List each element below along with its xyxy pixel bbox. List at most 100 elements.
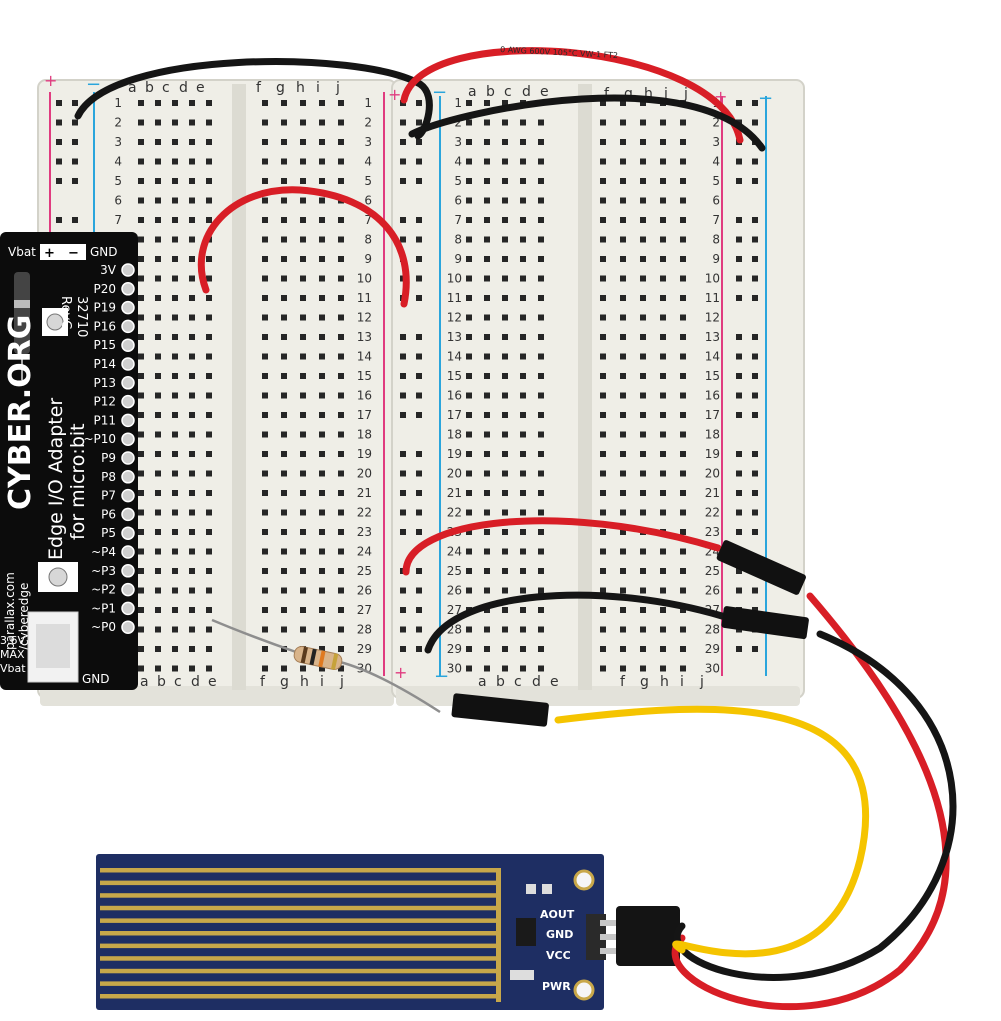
row-number: 22 bbox=[357, 506, 372, 520]
breadboard-hole bbox=[640, 412, 646, 418]
breadboard-hole bbox=[484, 236, 490, 243]
breadboard-hole bbox=[660, 509, 666, 516]
breadboard-hole bbox=[520, 626, 526, 633]
breadboard-hole bbox=[155, 236, 161, 243]
breadboard-hole bbox=[189, 158, 195, 165]
breadboard-hole bbox=[281, 392, 287, 399]
sensor-trace bbox=[100, 981, 500, 986]
row-number: 16 bbox=[447, 389, 462, 403]
breadboard-hole bbox=[172, 665, 178, 672]
breadboard-hole bbox=[520, 392, 526, 399]
brand-logo-text: CYBER.ORG bbox=[3, 315, 38, 510]
breadboard-hole bbox=[262, 587, 268, 594]
breadboard-hole bbox=[538, 334, 544, 340]
breadboard-hole bbox=[640, 217, 646, 223]
row-number: 17 bbox=[357, 408, 372, 422]
breadboard-hole bbox=[138, 139, 144, 145]
breadboard-hole bbox=[206, 314, 212, 321]
breadboard-hole bbox=[138, 548, 144, 555]
breadboard-hole bbox=[281, 334, 287, 340]
breadboard-hole bbox=[206, 490, 212, 496]
adapter-pin-label: 3V bbox=[100, 263, 117, 277]
breadboard-hole bbox=[338, 529, 344, 535]
breadboard-hole bbox=[620, 665, 626, 672]
column-letter: b bbox=[486, 84, 495, 100]
rail-hole bbox=[416, 607, 422, 613]
breadboard-hole bbox=[538, 626, 544, 633]
sensor-aout-label: AOUT bbox=[540, 908, 575, 921]
row-number: 6 bbox=[712, 194, 720, 208]
breadboard-hole bbox=[640, 139, 646, 145]
breadboard-hole bbox=[640, 119, 646, 126]
breadboard-hole bbox=[262, 295, 268, 301]
breadboard-hole bbox=[319, 490, 325, 496]
breadboard-hole bbox=[620, 197, 626, 204]
breadboard-hole bbox=[281, 529, 287, 535]
breadboard-hole bbox=[319, 587, 325, 594]
adapter-pin-label: P19 bbox=[93, 301, 116, 315]
column-letter: j bbox=[339, 674, 344, 690]
breadboard-hole bbox=[600, 392, 606, 399]
breadboard-hole bbox=[281, 236, 287, 243]
column-letter: g bbox=[280, 674, 289, 690]
sensor-trace bbox=[100, 868, 500, 873]
breadboard-hole bbox=[466, 275, 472, 282]
rail-hole bbox=[416, 646, 422, 652]
breadboard-hole bbox=[262, 139, 268, 145]
rail-hole bbox=[416, 509, 422, 516]
breadboard-hole bbox=[466, 509, 472, 516]
breadboard-hole bbox=[338, 236, 344, 243]
breadboard-hole bbox=[189, 295, 195, 301]
breadboard-hole bbox=[155, 568, 161, 574]
breadboard-hole bbox=[262, 451, 268, 457]
breadboard-hole bbox=[660, 412, 666, 418]
breadboard-hole bbox=[300, 529, 306, 535]
breadboard-hole bbox=[466, 139, 472, 145]
row-number: 14 bbox=[357, 350, 372, 364]
breadboard-hole bbox=[138, 607, 144, 613]
adapter-pin bbox=[121, 582, 135, 597]
row-number: 22 bbox=[447, 506, 462, 520]
breadboard-hole bbox=[660, 451, 666, 457]
rail-hole bbox=[416, 100, 422, 106]
breadboard-hole bbox=[502, 314, 508, 321]
sensor-traces bbox=[100, 868, 501, 1002]
breadboard-hole bbox=[600, 275, 606, 282]
breadboard-hole bbox=[466, 470, 472, 477]
breadboard-hole bbox=[338, 490, 344, 496]
rail-hole bbox=[736, 256, 742, 262]
breadboard-hole bbox=[189, 256, 195, 262]
breadboard-hole bbox=[189, 119, 195, 126]
breadboard-hole bbox=[640, 353, 646, 360]
breadboard-hole bbox=[300, 412, 306, 418]
breadboard-hole bbox=[319, 217, 325, 223]
row-number: 13 bbox=[357, 330, 372, 344]
adapter-pin bbox=[121, 357, 135, 371]
breadboard-hole bbox=[600, 119, 606, 126]
adapter-pin bbox=[121, 394, 135, 409]
breadboard-hole bbox=[466, 431, 472, 438]
rail-minus-label: − bbox=[432, 82, 447, 103]
breadboard-hole bbox=[138, 275, 144, 282]
row-number: 14 bbox=[447, 350, 462, 364]
wire-red-lower bbox=[402, 517, 722, 576]
row-number: 2 bbox=[454, 116, 462, 130]
breadboard-hole bbox=[155, 256, 161, 262]
breadboard-hole bbox=[189, 568, 195, 574]
breadboard-hole bbox=[538, 314, 544, 321]
breadboard-hole bbox=[466, 236, 472, 243]
breadboard-hole bbox=[155, 587, 161, 594]
breadboard-hole bbox=[300, 392, 306, 399]
breadboard-hole bbox=[680, 139, 686, 145]
breadboard-hole bbox=[466, 158, 472, 165]
breadboard-hole bbox=[680, 373, 686, 379]
breadboard-hole bbox=[206, 158, 212, 165]
breadboard-hole bbox=[319, 275, 325, 282]
breadboard-hole bbox=[319, 568, 325, 574]
row-number: 7 bbox=[712, 213, 720, 227]
row-number: 16 bbox=[705, 389, 720, 403]
breadboard-hole bbox=[138, 119, 144, 126]
breadboard-hole bbox=[189, 392, 195, 399]
breadboard-hole bbox=[300, 548, 306, 555]
breadboard-hole bbox=[502, 412, 508, 418]
